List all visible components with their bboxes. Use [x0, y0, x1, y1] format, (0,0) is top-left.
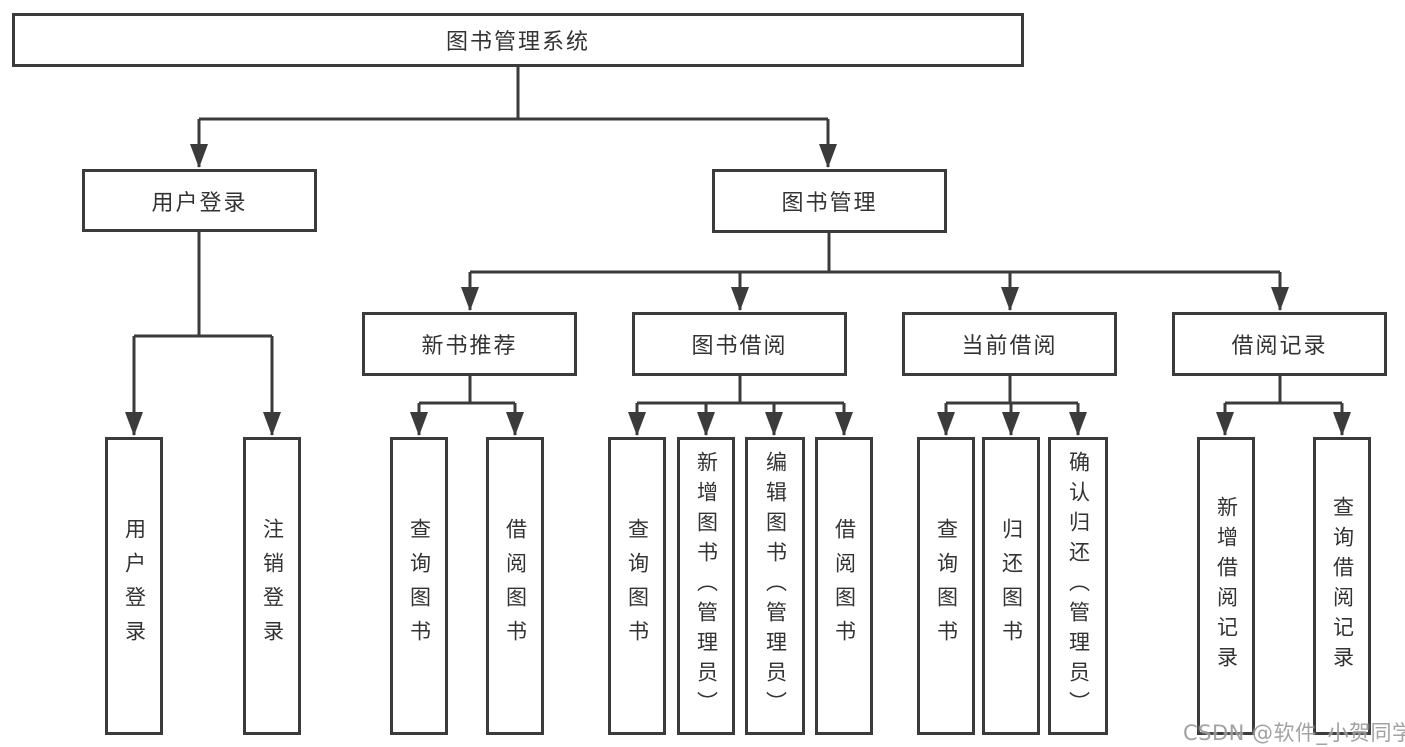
leaf-query-borrow-record: 查询借阅记录	[1313, 437, 1371, 735]
leaf-borrow-books-borrowing: 借阅图书	[815, 437, 873, 735]
leaf-add-book-admin: 新增图书（管理员）	[677, 437, 735, 735]
node-root-system: 图书管理系统	[12, 13, 1024, 67]
csdn-watermark: CSDN @软件_小贺同学	[1183, 721, 1405, 745]
connector-trunks	[134, 67, 1342, 405]
leaf-return-book: 归还图书	[982, 437, 1040, 735]
leaf-user-login: 用户登录	[105, 437, 163, 735]
leaf-add-borrow-record: 新增借阅记录	[1197, 437, 1255, 735]
leaf-edit-book-admin: 编辑图书（管理员）	[745, 437, 805, 735]
node-borrowing-records: 借阅记录	[1172, 312, 1387, 376]
leaf-query-books-borrowing: 查询图书	[608, 437, 666, 735]
connector-arrows	[125, 119, 1351, 436]
node-user-login: 用户登录	[82, 169, 317, 232]
leaf-logout: 注销登录	[243, 437, 301, 735]
node-current-borrowing: 当前借阅	[902, 312, 1117, 376]
leaf-query-books-recommend: 查询图书	[390, 437, 448, 735]
node-book-management: 图书管理	[712, 169, 947, 233]
leaf-query-books-current: 查询图书	[917, 437, 975, 735]
leaf-confirm-return-admin: 确认归还（管理员）	[1048, 437, 1108, 735]
leaf-borrow-books-recommend: 借阅图书	[486, 437, 544, 735]
node-book-borrowing: 图书借阅	[632, 312, 847, 376]
node-new-book-recommend: 新书推荐	[362, 312, 577, 376]
